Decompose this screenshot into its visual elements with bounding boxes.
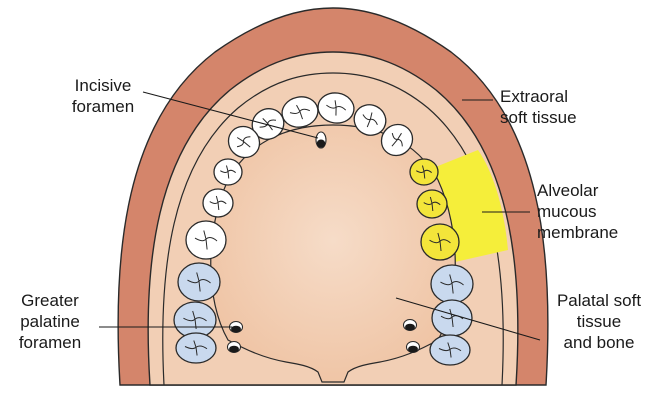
tooth-premolar-1-right: [410, 159, 438, 185]
label-palatal-line3: and bone: [540, 332, 658, 353]
tooth-molar-2-left: [178, 263, 220, 301]
label-alveolar-mucous-membrane: Alveolar mucous membrane: [537, 180, 618, 243]
tooth-molar-2-right: [431, 265, 473, 303]
label-palatal-line1: Palatal soft: [540, 290, 658, 311]
tooth-molar-1-right: [421, 224, 459, 260]
tooth-molar-4-right: [430, 335, 470, 365]
label-alveolar-line1: Alveolar: [537, 180, 618, 201]
label-incisive-foramen-line2: foramen: [62, 96, 144, 117]
label-greater-palatine-line2: palatine: [4, 311, 96, 332]
label-extraoral-line2: soft tissue: [500, 107, 577, 128]
tooth-premolar-1-left: [214, 159, 242, 185]
label-greater-palatine-line3: foramen: [4, 332, 96, 353]
tooth-molar-4-left: [176, 333, 216, 363]
label-greater-palatine-line1: Greater: [4, 290, 96, 311]
label-extraoral-line1: Extraoral: [500, 86, 577, 107]
label-alveolar-line3: membrane: [537, 222, 618, 243]
tooth-molar-1-left: [186, 221, 226, 259]
label-incisive-foramen: Incisive foramen: [62, 75, 144, 117]
label-palatal-line2: tissue: [540, 311, 658, 332]
label-palatal-soft-tissue: Palatal soft tissue and bone: [540, 290, 658, 353]
label-alveolar-line2: mucous: [537, 201, 618, 222]
label-greater-palatine-foramen: Greater palatine foramen: [4, 290, 96, 353]
label-incisive-foramen-line1: Incisive: [62, 75, 144, 96]
label-extraoral-soft-tissue: Extraoral soft tissue: [500, 86, 577, 128]
tooth-premolar-2-left: [203, 189, 233, 217]
incisive-foramen: [316, 132, 326, 148]
tooth-premolar-2-right: [417, 190, 447, 218]
